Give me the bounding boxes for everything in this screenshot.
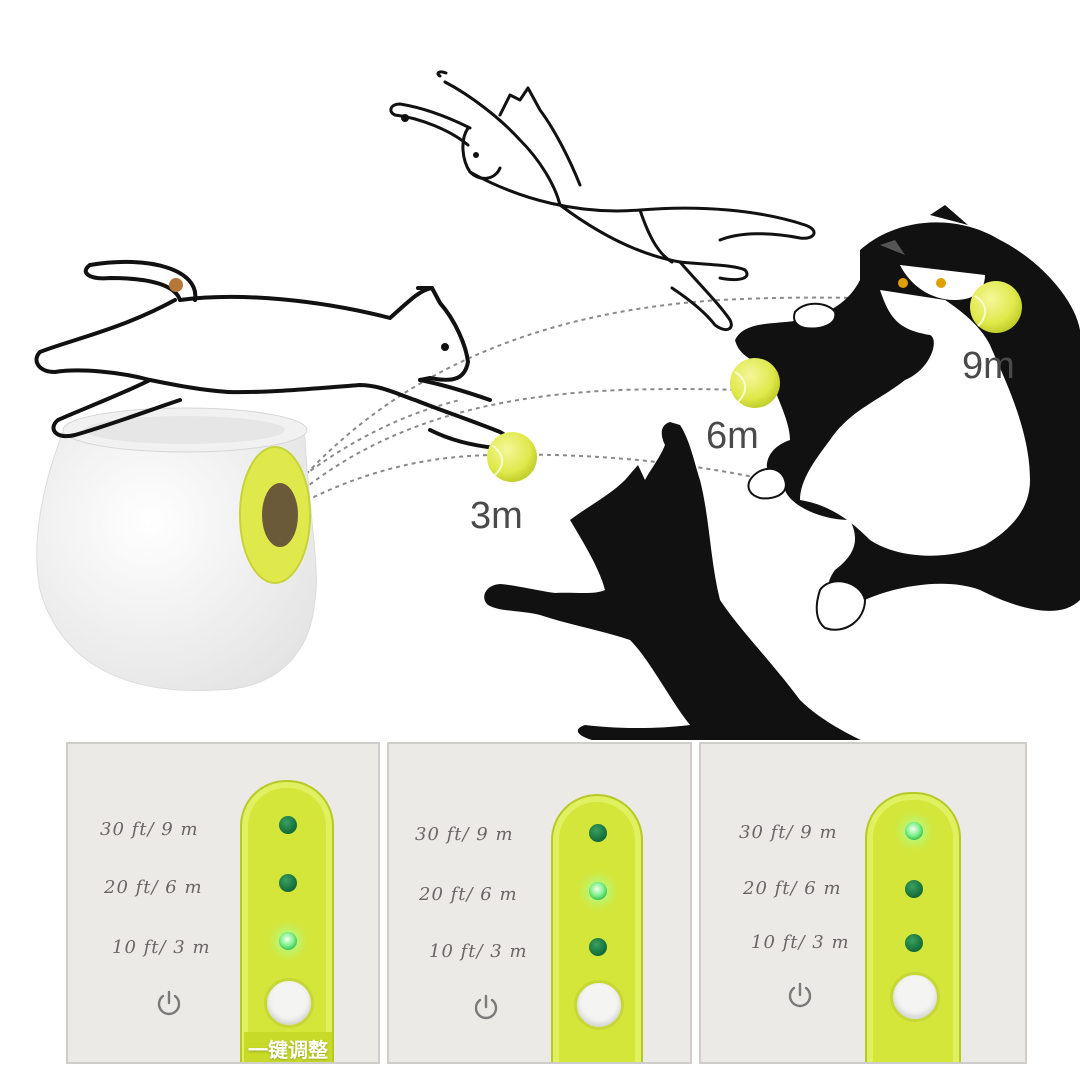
distance-label-6m: 6m [706, 415, 759, 457]
led-30ft [905, 822, 923, 840]
distance-label-9m: 9m [962, 345, 1015, 387]
led-strip [865, 792, 961, 1062]
level-label-30ft: 30 ft/ 9 m [100, 819, 199, 840]
led-strip [551, 794, 643, 1062]
led-20ft [279, 874, 297, 892]
level-label-20ft: 20 ft/ 6 m [743, 878, 842, 899]
one-key-adjust-tag: 一键调整 [244, 1032, 332, 1062]
cat-collar-tag [169, 278, 183, 292]
led-10ft [589, 938, 607, 956]
power-icon [474, 994, 498, 1020]
tennis-ball-icon [730, 358, 780, 408]
tuxedo-cat [735, 205, 1080, 631]
tennis-ball-icon [487, 432, 537, 482]
level-label-20ft: 20 ft/ 6 m [104, 877, 203, 898]
illustration-scene [34, 70, 1080, 740]
led-20ft [905, 880, 923, 898]
distance-adjust-button[interactable] [574, 980, 624, 1030]
led-10ft [905, 934, 923, 952]
ball-launcher [36, 407, 317, 691]
level-label-30ft: 30 ft/ 9 m [415, 824, 514, 845]
led-20ft [589, 882, 607, 900]
outline-cat-leaping [389, 70, 816, 332]
power-icon [788, 982, 812, 1008]
control-panel-3m: 30 ft/ 9 m 20 ft/ 6 m 10 ft/ 3 m 一键调整 [66, 742, 380, 1064]
distance-label-3m: 3m [470, 495, 523, 537]
led-30ft [589, 824, 607, 842]
distance-adjust-button[interactable] [890, 972, 940, 1022]
outline-cat-running [34, 260, 511, 451]
led-strip [240, 780, 334, 1062]
control-panel-9m: 30 ft/ 9 m 20 ft/ 6 m 10 ft/ 3 m [699, 742, 1027, 1064]
control-panel-6m: 30 ft/ 9 m 20 ft/ 6 m 10 ft/ 3 m [387, 742, 692, 1064]
level-label-10ft: 10 ft/ 3 m [112, 937, 211, 958]
level-label-10ft: 10 ft/ 3 m [751, 932, 850, 953]
level-label-20ft: 20 ft/ 6 m [419, 884, 518, 905]
led-10ft [279, 932, 297, 950]
distance-adjust-button[interactable] [264, 978, 314, 1028]
level-label-10ft: 10 ft/ 3 m [429, 941, 528, 962]
tennis-ball-icon [970, 281, 1022, 333]
power-icon [157, 990, 181, 1016]
led-30ft [279, 816, 297, 834]
black-silhouette-cat [484, 422, 861, 740]
level-label-30ft: 30 ft/ 9 m [739, 822, 838, 843]
